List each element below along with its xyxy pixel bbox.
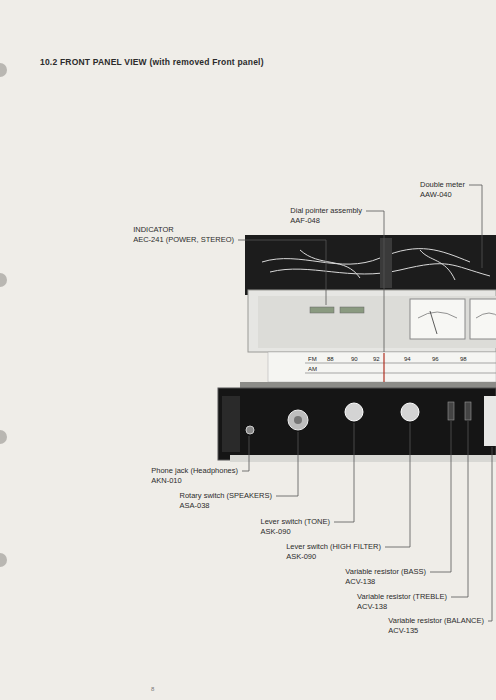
part-label: ACV-138 [345, 577, 426, 587]
part-label: INDICATOR [133, 225, 234, 235]
part-label: Variable resistor (BASS) [345, 567, 426, 577]
callout-label: INDICATORAEC-241 (POWER, STEREO) [133, 225, 234, 245]
part-label: Lever switch (TONE) [261, 517, 330, 527]
part-label: ACV-135 [388, 626, 484, 636]
callout-label: Lever switch (TONE)ASK-090 [261, 517, 330, 537]
part-label: Variable resistor (BALANCE) [388, 616, 484, 626]
part-label: ACV-138 [357, 602, 447, 612]
part-label: ASK-090 [286, 552, 381, 562]
callout-label: Variable resistor (BALANCE)ACV-135 [388, 616, 484, 636]
dial-number: 96 [432, 356, 439, 362]
part-label: Lever switch (HIGH FILTER) [286, 542, 381, 552]
part-label: AEC-241 (POWER, STEREO) [133, 235, 234, 245]
part-label: Phone jack (Headphones) [151, 466, 238, 476]
dial-band: AM [308, 366, 317, 372]
part-label: ASA-038 [179, 501, 272, 511]
dial-number: 94 [404, 356, 411, 362]
binder-holes [0, 63, 7, 567]
callout-label: Double meterAAW-040 [420, 180, 465, 200]
callout-label: Lever switch (HIGH FILTER)ASK-090 [286, 542, 381, 562]
part-label: AKN-010 [151, 476, 238, 486]
dial-number: 90 [351, 356, 358, 362]
part-label: ASK-090 [261, 527, 330, 537]
part-label: Double meter [420, 180, 465, 190]
callout-label: Variable resistor (TREBLE)ACV-138 [357, 592, 447, 612]
dial-number: 88 [327, 356, 334, 362]
dial-number: 98 [460, 356, 467, 362]
dial-number: 92 [373, 356, 380, 362]
callout-label: Variable resistor (BASS)ACV-138 [345, 567, 426, 587]
page-number: 8 [151, 686, 154, 692]
callout-label: Rotary switch (SPEAKERS)ASA-038 [179, 491, 272, 511]
leader-lines [238, 185, 492, 621]
part-label: AAF-048 [290, 216, 362, 226]
part-label: Variable resistor (TREBLE) [357, 592, 447, 602]
part-label: AAW-040 [420, 190, 465, 200]
page-title: 10.2 FRONT PANEL VIEW (with removed Fron… [40, 57, 264, 67]
callout-label: Phone jack (Headphones)AKN-010 [151, 466, 238, 486]
dial-band: FM [308, 356, 317, 362]
part-label: Rotary switch (SPEAKERS) [179, 491, 272, 501]
callout-label: Dial pointer assemblyAAF-048 [290, 206, 362, 226]
part-label: Dial pointer assembly [290, 206, 362, 216]
